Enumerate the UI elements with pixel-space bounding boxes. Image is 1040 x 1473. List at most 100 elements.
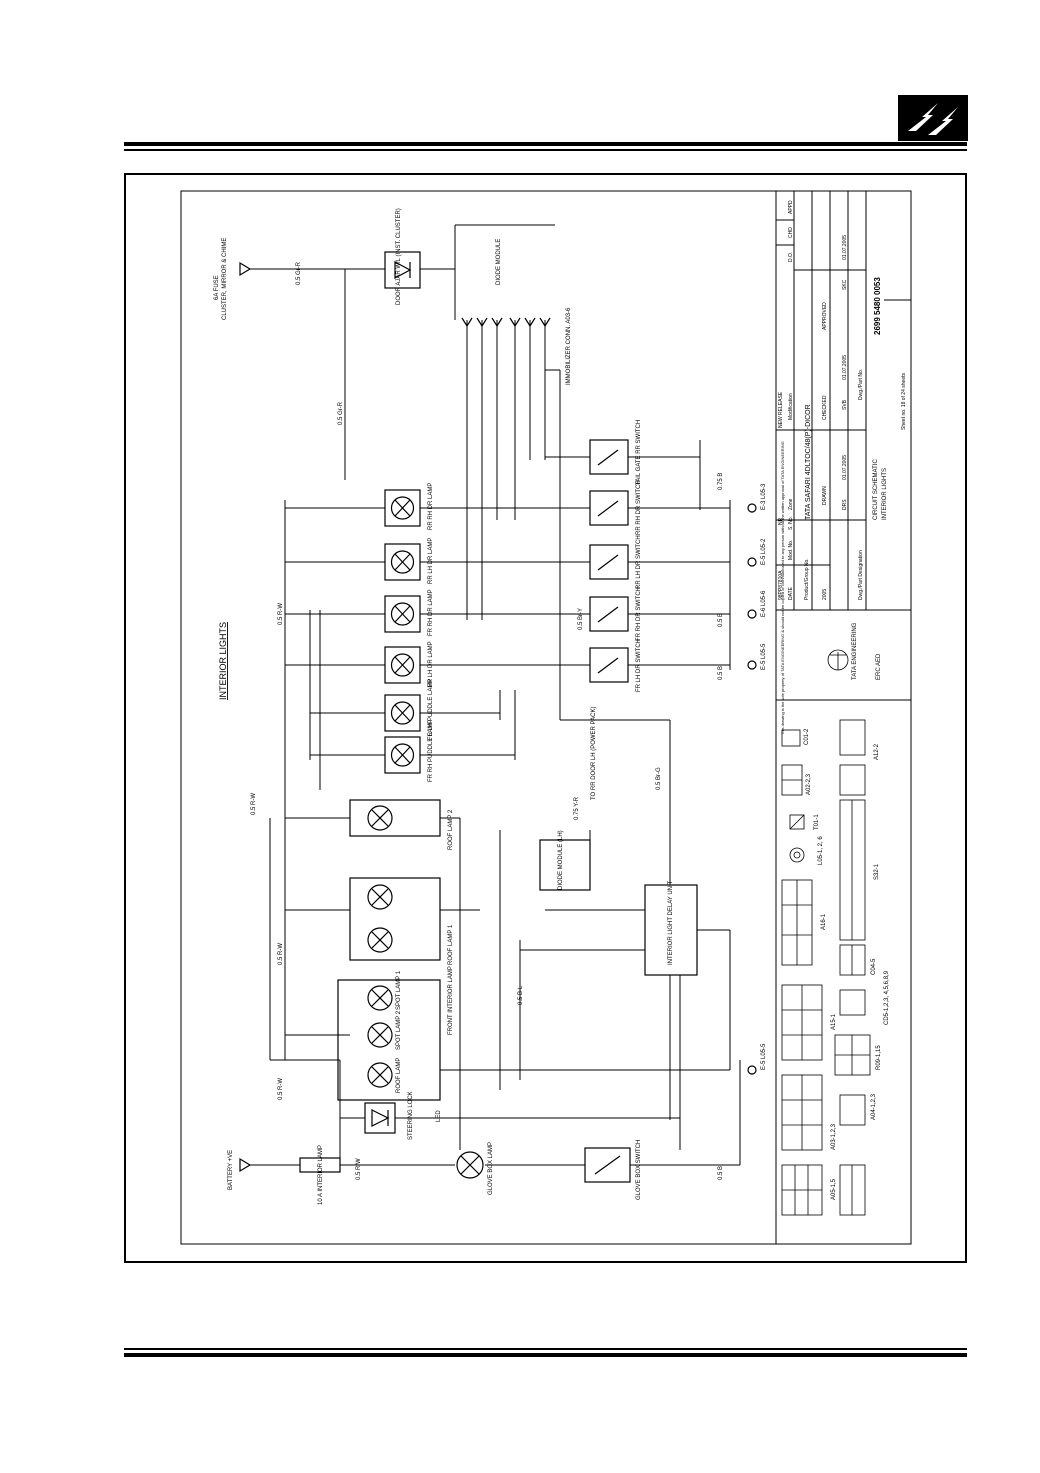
footer-rule-thin xyxy=(124,1348,967,1350)
fr-rh-puddle-lamp-label: FR RH PUDDLE LAMP xyxy=(428,720,434,782)
connector-label: L05-1, 2, 6 xyxy=(818,836,824,865)
tb-notice: This drawing is the sole property of TAT… xyxy=(780,441,785,735)
tb-product-group: Product/Group No. xyxy=(804,558,810,600)
spot-lamp-1-label: SPOT LAMP 1 xyxy=(396,970,402,1010)
front-interior-lamp-label: FRONT INTERIOR LAMP xyxy=(448,966,454,1035)
fuse-10a-label: 10 A INTERIOR LAMP xyxy=(318,1145,324,1205)
tb-schematic: CIRCUIT SCHEMATIC xyxy=(873,459,879,520)
rr-lh-dr-switch-icon xyxy=(589,544,629,580)
connector-label: S32-1 xyxy=(874,863,880,880)
tb-skc: SKC xyxy=(842,279,848,290)
rr-rh-dr-switch-icon xyxy=(589,490,629,526)
fr-rh-dr-switch-icon xyxy=(589,596,629,632)
fr-rh-puddle-lamp-icon xyxy=(384,736,421,774)
connector-label: R09-1,15 xyxy=(876,1045,882,1070)
tb-mod-no: Mod. No. xyxy=(788,540,794,560)
diode-module-lh-label: DIODE MODULE (LH) xyxy=(558,830,564,890)
fuse-6a-arrow-icon xyxy=(239,261,252,277)
diode-module-lh-box xyxy=(539,839,591,891)
connector-label: CD5-1,2,3, 4,5,6,8,9 xyxy=(884,970,890,1025)
fr-lh-dr-lamp-icon xyxy=(384,646,421,684)
wire-label: 0.5 B xyxy=(718,613,724,627)
tb-drawing-no: 2699 5480 0053 xyxy=(873,277,882,335)
steering-lock-label: STEERING LOCK xyxy=(408,1091,414,1140)
glove-box-lamp-icon xyxy=(456,1151,484,1179)
diode-module-label: DIODE MODULE xyxy=(496,239,502,285)
roof-lamp-1-label: ROOF LAMP 1 xyxy=(448,924,454,965)
tb-appd: APPD xyxy=(788,200,794,214)
connector-label: A12-2 xyxy=(874,743,880,760)
ground-label: E-6 L05-6 xyxy=(761,590,767,617)
wire-label: 0.5 R/W xyxy=(356,1158,362,1180)
tb-date: DATE xyxy=(788,586,794,600)
glove-box-switch-icon xyxy=(584,1147,631,1183)
tb-approved: APPROVED xyxy=(822,302,828,330)
tb-d2: 01.07.2005 xyxy=(842,355,848,380)
connector-label: A15-1 xyxy=(831,1013,837,1030)
connector-label: T01-1 xyxy=(814,814,820,830)
connector-label: A05-1,5 xyxy=(831,1178,837,1200)
ground-label: E-5 L05-5 xyxy=(761,1043,767,1070)
roof-lamp-1-icon xyxy=(349,877,441,961)
tb-dept: ERC AED xyxy=(876,653,882,680)
fr-lh-dr-switch-icon xyxy=(589,647,629,683)
connector-label: A04-1,2,3 xyxy=(871,1093,877,1120)
rr-lh-dr-lamp-icon xyxy=(384,543,421,581)
delay-unit-box xyxy=(644,884,698,976)
fr-lh-dr-switch-label: FR LH DR SWITCH xyxy=(636,639,642,692)
fr-rh-dr-switch-label: FR RH DR SWITCH xyxy=(636,587,642,641)
roof-lamp-2-label: ROOF LAMP 2 xyxy=(448,809,454,850)
lightning-logo-icon xyxy=(898,95,968,141)
tb-new-release: NEW RELEASE xyxy=(778,391,784,428)
connector-label: A02-2,3 xyxy=(806,773,812,795)
tb-drawn: DRAWN xyxy=(822,486,828,505)
connector-label: A03-1,2,3 xyxy=(831,1123,837,1150)
to-rr-door-label: TO RR DOOR LH (POWER PACK) xyxy=(591,707,597,800)
led-label: LED xyxy=(436,1110,442,1122)
connector-label: C01-2 xyxy=(804,728,810,745)
front-interior-lamp-icon xyxy=(337,979,441,1101)
fuse-6a-label: 6A FUSE xyxy=(214,275,220,300)
drawing-frame xyxy=(124,173,967,1263)
wire-label: 0.5 R-W xyxy=(278,1078,284,1100)
battery-label: BATTERY +VE xyxy=(228,1150,234,1190)
tb-s-no: S. No. xyxy=(788,516,794,530)
tb-year: 2005 xyxy=(822,589,828,600)
rr-rh-dr-switch-label: RR RH DR SWITCH xyxy=(636,480,642,535)
header-rule-thick xyxy=(124,142,967,146)
tb-modification: Modification xyxy=(788,393,794,420)
footer-rule-thick xyxy=(124,1353,967,1357)
fr-lh-dr-lamp-label: FR LH DR LAMP xyxy=(428,641,434,687)
wire-label: 0.5 B xyxy=(718,666,724,680)
roof-lamp-label: ROOF LAMP xyxy=(396,1058,402,1093)
door-ajar-led-icon xyxy=(384,251,421,289)
connector-pinouts xyxy=(781,649,871,1216)
immobilizer-label: IMMOBILIZER CONN. A03-6 xyxy=(566,307,572,385)
wire-label: 0.5 Br-Y xyxy=(578,608,584,630)
tb-chd: CHD xyxy=(788,227,794,238)
ground-label: E-5 L05-2 xyxy=(761,538,767,565)
tb-vehicle: TATA SAFARI 4DLTOC/48(P)-DICOR xyxy=(805,404,812,520)
tb-drs: DRS xyxy=(842,499,848,510)
wire-label: 0.5 B-L xyxy=(518,985,524,1005)
steering-lock-led-icon xyxy=(364,1102,396,1134)
tb-checked: CHECKED xyxy=(822,395,828,420)
tb-zone: Zone xyxy=(788,498,794,510)
ground-label: E-5 L05-5 xyxy=(761,643,767,670)
wire-label: 0.5 Gr-R xyxy=(338,401,344,425)
fuse-6a-note: CLUSTER, MIRROR & CHIME xyxy=(222,238,228,320)
tb-nr: NR xyxy=(778,517,784,525)
rr-lh-dr-lamp-label: RR LH DR LAMP xyxy=(428,538,434,584)
wire-label: 0.5 R-W xyxy=(278,603,284,625)
fr-lh-puddle-lamp-icon xyxy=(384,694,421,732)
interior-lights-title: INTERIOR LIGHTS xyxy=(218,622,228,700)
tb-company: TATA ENGINEERING xyxy=(852,622,858,680)
roof-lamp-2-icon xyxy=(349,799,441,837)
fr-rh-dr-lamp-label: FR RH DR LAMP xyxy=(428,589,434,636)
tb-system: INTERIOR LIGHTS xyxy=(882,468,888,520)
fr-lh-puddle-lamp-label: FR LH PUDDLE LAMP xyxy=(428,679,434,740)
wire-label: 0.5 R-W xyxy=(278,943,284,965)
tb-cr-no: 98PP87810A xyxy=(778,570,784,600)
rr-rh-dr-lamp-label: RR RH DR LAMP xyxy=(428,483,434,530)
